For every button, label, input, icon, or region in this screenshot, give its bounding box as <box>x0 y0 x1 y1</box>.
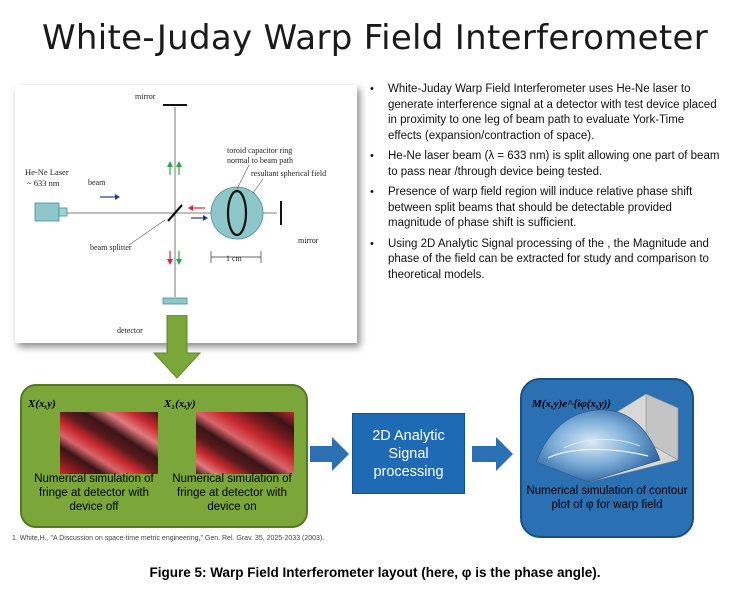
bullet-item: He-Ne laser beam (λ = 633 nm) is split a… <box>370 149 720 180</box>
up-arrow-icon <box>167 161 173 167</box>
reflected-arrow-icon <box>188 205 193 211</box>
analytic-signal-label: 2D Analytic Signal processing <box>372 427 445 480</box>
warp-field-simulation-panel: M(x,y)e^{iφ(x,y)} Numerical simulation o… <box>520 378 694 538</box>
interferometer-schematic: mirror He-Ne Laser ~ 633 nm beam beam sp… <box>25 92 326 335</box>
fringe-on-image <box>196 412 294 474</box>
right-mirror-label: mirror <box>298 236 319 245</box>
toroid-label-2: normal to beam path <box>227 156 293 165</box>
spherical-field <box>210 186 264 240</box>
beam-splitter <box>167 204 183 222</box>
beam-label: beam <box>88 178 106 187</box>
laser-body <box>34 202 60 222</box>
top-mirror-label: mirror <box>135 92 156 101</box>
warp-field-caption: Numerical simulation of contour plot of … <box>526 485 688 511</box>
analytic-signal-formula: M(x,y)e^{iφ(x,y)} <box>532 398 611 410</box>
description-list: White-Juday Warp Field Interferometer us… <box>370 82 720 288</box>
reference-citation: 1. White,H., "A Discussion on space-time… <box>12 535 325 542</box>
transmitted-arrow-icon <box>203 215 208 221</box>
figure-caption: Figure 5: Warp Field Interferometer layo… <box>149 565 601 580</box>
fringe-off-caption: Numerical simulation of fringe at detect… <box>34 473 154 513</box>
fringe-off-image <box>60 412 158 474</box>
interferometer-diagram: mirror He-Ne Laser ~ 633 nm beam beam sp… <box>15 85 357 343</box>
down-arrow-icon <box>167 259 173 265</box>
beam-splitter-pointer <box>128 219 166 246</box>
down-arrow-icon-2 <box>176 259 182 265</box>
up-arrow-icon-2 <box>176 161 182 167</box>
laser-label: He-Ne Laser <box>25 167 69 177</box>
detector-label: detector <box>117 326 143 335</box>
down-flow-arrow-icon <box>152 315 202 379</box>
fringe-on-label: X₁(x,y) <box>164 398 196 410</box>
fringe-simulation-panel: X(x,y) X₁(x,y) <box>20 384 308 528</box>
right-arrow-icon <box>310 437 349 471</box>
beam-arrow-icon <box>115 194 120 200</box>
bullet-item: Using 2D Analytic Signal processing of t… <box>370 237 720 284</box>
bullet-item: White-Juday Warp Field Interferometer us… <box>370 82 720 144</box>
beam-splitter-label: beam splitter <box>90 243 132 252</box>
laser-aperture <box>58 207 68 217</box>
detector <box>162 297 188 305</box>
analytic-signal-box: 2D Analytic Signal processing <box>352 413 465 494</box>
scale-label: 1 cm <box>226 254 243 263</box>
laser-wavelength-label: ~ 633 nm <box>27 178 60 188</box>
fringe-off-label: X(x,y) <box>28 398 56 410</box>
toroid-pointer <box>236 164 250 190</box>
resultant-pointer <box>252 178 264 194</box>
right-arrow-icon-2 <box>472 437 513 471</box>
toroid-label: toroid capacitor ring <box>227 146 292 155</box>
slide-title: White-Juday Warp Field Interferometer <box>42 18 708 58</box>
fringe-on-caption: Numerical simulation of fringe at detect… <box>172 473 292 513</box>
resultant-label: resultant spherical field <box>251 169 326 178</box>
toroid-ring <box>226 189 248 237</box>
bullet-item: Presence of warp field region will induc… <box>370 185 720 232</box>
surface-plot-image <box>535 393 679 483</box>
